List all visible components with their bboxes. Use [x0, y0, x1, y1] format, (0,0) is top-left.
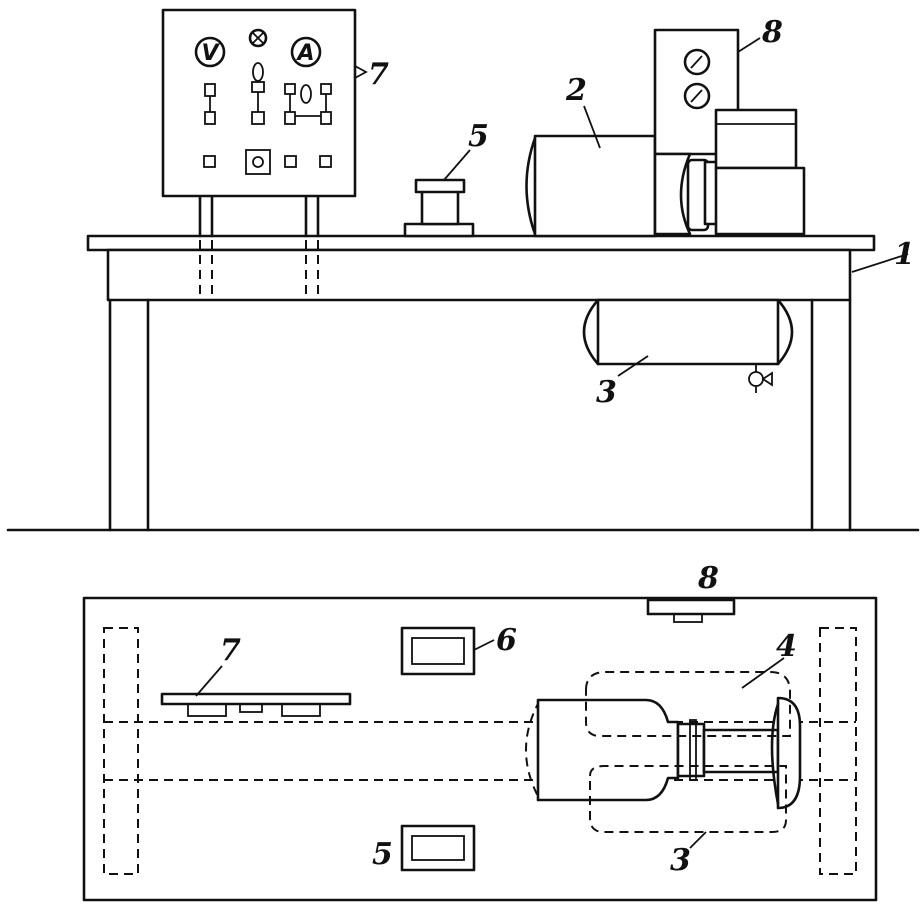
label-4-plan: 4 [776, 629, 797, 664]
fixture-cap [414, 178, 466, 194]
switch-left [204, 83, 216, 125]
plan-view: 7 6 5 8 [82, 561, 878, 902]
plan-coupling [676, 722, 706, 778]
label-1-elevation: 1 [894, 237, 915, 272]
control-panel-box [161, 8, 357, 198]
label-2-elevation: 2 [565, 73, 587, 108]
label-8-plan: 8 [697, 561, 719, 596]
motor-assembly: 2 8 [525, 15, 806, 238]
plan-table-outline [82, 596, 878, 902]
switch-right-b-bottom [320, 111, 332, 125]
gauge-bottom-icon [683, 82, 711, 110]
fixture: 5 [403, 119, 489, 238]
voltmeter-dial [194, 36, 226, 68]
plan-gauge-panel: 8 [646, 561, 736, 623]
switch-left-bottom [204, 111, 216, 125]
switch-group-right [284, 83, 332, 125]
label-7-elevation: 7 [368, 57, 389, 92]
pump-body [714, 166, 806, 236]
plan-pump-head-curve [770, 702, 780, 806]
fixture-5-inner [411, 835, 465, 861]
motor-housing [533, 134, 657, 238]
fixture-5-outer [400, 824, 476, 872]
panel-socket [245, 149, 271, 175]
elevation-view: V A [6, 8, 920, 532]
gauge-top-icon [683, 48, 711, 76]
label-2-leader [583, 105, 601, 149]
label-3-plan: 3 [670, 843, 691, 878]
plan-coupling-ring [689, 719, 697, 781]
plan-label-6-leader [473, 639, 495, 651]
plan-control-panel: 7 [160, 633, 352, 717]
plan-label-4-leader [741, 657, 785, 689]
hidden-frame-right [819, 627, 857, 875]
plan-panel-tab-1 [187, 703, 227, 717]
table-apron [106, 248, 852, 302]
plan-motor-body [536, 698, 680, 802]
fixture-body [420, 188, 460, 226]
motor-end-cap [525, 136, 537, 236]
workbench-table [86, 234, 876, 532]
table-top [86, 234, 876, 252]
receiver-tank: 3 [582, 298, 794, 410]
outline-3 [589, 765, 787, 833]
label-3-elevation: 3 [596, 375, 617, 410]
plan-panel-top [160, 692, 352, 706]
panel-button-3 [319, 155, 332, 168]
panel-socket-hole [252, 156, 264, 168]
switch-right-knob [300, 84, 312, 104]
label-5-plan: 5 [372, 837, 393, 872]
label-5-elevation: 5 [468, 119, 489, 154]
motor-flange [653, 152, 692, 236]
lever-switch [251, 62, 265, 125]
label-6-plan: 6 [496, 623, 517, 658]
ammeter-symbol: A [295, 41, 314, 66]
panel-button-1 [203, 155, 216, 168]
fixture-base [403, 222, 475, 238]
lamp-cross-b [251, 31, 265, 45]
plan-panel-tab-3 [281, 703, 321, 717]
plan-label-7-leader [195, 665, 223, 697]
drain-valve-icon [748, 371, 764, 387]
plan-label-3-leader [689, 831, 707, 849]
voltmeter-symbol: V [201, 41, 220, 66]
plan-panel-tab-2 [239, 703, 263, 713]
lever-body-bottom [251, 111, 265, 125]
label-3-leader [617, 355, 649, 377]
label-7-plan: 7 [220, 633, 241, 668]
drain-valve-handle [761, 371, 773, 387]
pump-top [714, 108, 798, 170]
switch-right-a-bottom [284, 111, 296, 125]
hidden-frame-left [103, 627, 139, 875]
panel-button-2 [284, 155, 297, 168]
tank-body [582, 298, 794, 366]
gauge-top-needle [690, 55, 703, 69]
box-6-outer [400, 626, 476, 676]
control-panel: V A [161, 8, 389, 238]
ammeter-dial [290, 36, 322, 68]
gauge-bottom-needle [690, 89, 703, 103]
label-7-leader [354, 65, 368, 79]
lever-knob [252, 62, 264, 82]
outline-4 [585, 671, 791, 737]
plan-gauge-body [646, 598, 736, 616]
plan-box-6: 6 [400, 623, 517, 676]
label-1-leader [851, 253, 909, 273]
label-5-leader [443, 149, 471, 181]
indicator-lamp-icon [248, 28, 268, 48]
plan-fixture-5: 5 [372, 824, 476, 872]
plan-motor-assembly: 4 3 [525, 629, 802, 878]
plan-pump-head [776, 696, 802, 810]
label-8-elevation: 8 [761, 15, 783, 50]
label-8-leader [737, 37, 761, 53]
box-6-inner [411, 637, 465, 665]
plan-gauge-tab [673, 613, 703, 623]
plan-motor-endcap [525, 699, 541, 801]
